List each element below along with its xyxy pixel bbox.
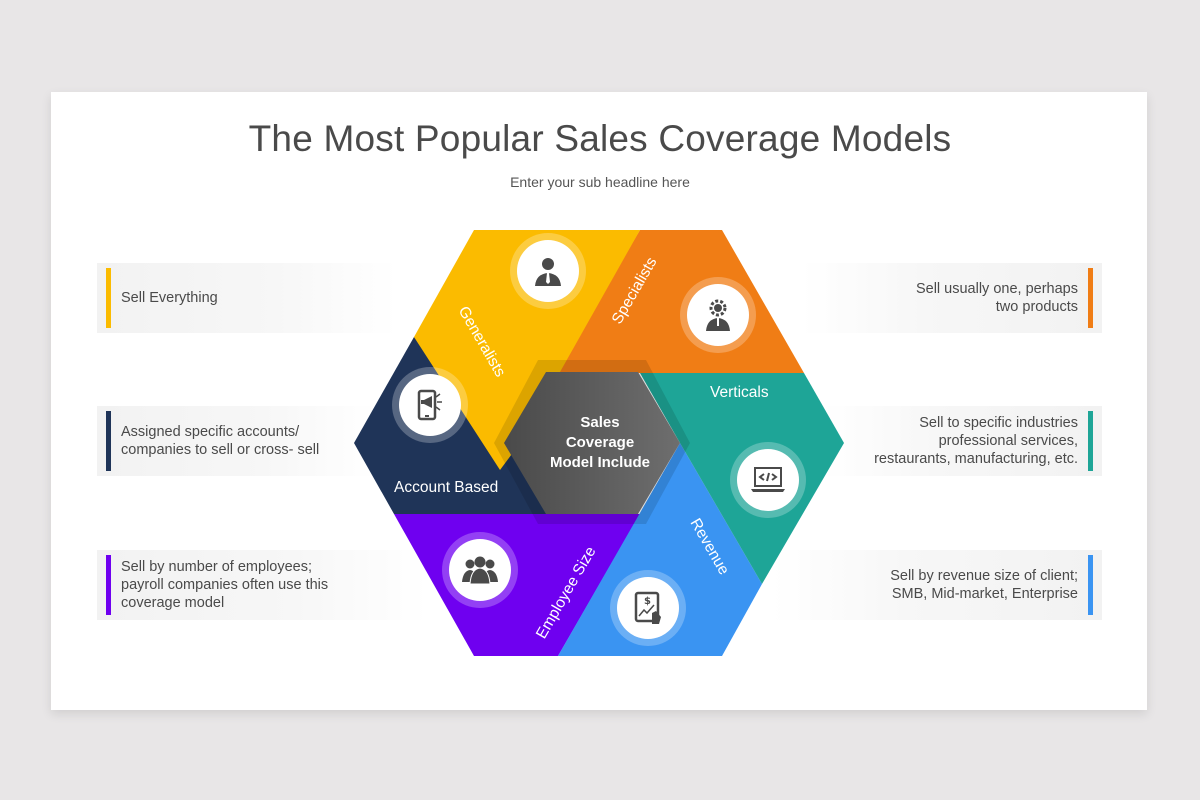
- team-icon: [449, 539, 511, 601]
- icon-ring-specialists: [680, 277, 756, 353]
- center-label: Sales Coverage Model Include: [549, 414, 650, 471]
- page-subtitle: Enter your sub headline here: [510, 174, 690, 190]
- segment-account-based: [354, 337, 558, 514]
- card-text: Sell usually one, perhaps two products: [915, 281, 1078, 315]
- mobile-megaphone-icon: [399, 374, 461, 436]
- card-generalists: Sell Everything: [97, 263, 397, 333]
- icon-ring-verticals: [730, 442, 806, 518]
- segment-generalists: [414, 230, 640, 470]
- label-verticals: Verticals: [710, 384, 769, 401]
- accent-bar-blue: [1088, 555, 1093, 615]
- card-verticals: Sell to specific industries professional…: [822, 406, 1102, 476]
- businessman-icon: [517, 240, 579, 302]
- card-account-based: Assigned specific accounts/ companies to…: [97, 406, 377, 476]
- icon-ring-revenue: $: [610, 570, 686, 646]
- card-specialists: Sell usually one, perhaps two products: [802, 263, 1102, 333]
- card-text: Sell to specific industries professional…: [874, 415, 1078, 467]
- icon-ring-employee-size: [442, 532, 518, 608]
- icon-ring-generalists: [510, 233, 586, 309]
- card-text: Assigned specific accounts/ companies to…: [121, 424, 320, 458]
- accent-bar-teal: [1088, 411, 1093, 471]
- accent-bar-yellow: [106, 268, 111, 328]
- center-hex: [504, 372, 680, 514]
- segment-specialists: [555, 230, 804, 373]
- segment-revenue: [558, 443, 762, 656]
- laptop-code-icon: [737, 449, 799, 511]
- card-text: Sell by number of employees; payroll com…: [121, 559, 329, 611]
- svg-text:$: $: [644, 596, 651, 607]
- icon-ring-account-based: [392, 367, 468, 443]
- accent-bar-purple: [106, 555, 111, 615]
- card-employee-size: Sell by number of employees; payroll com…: [97, 550, 427, 620]
- accent-bar-navy: [106, 411, 111, 471]
- card-text: Sell Everything: [121, 290, 218, 306]
- tablet-dollar-chart-icon: $: [617, 577, 679, 639]
- page-title: The Most Popular Sales Coverage Models: [248, 118, 952, 159]
- accent-bar-orange: [1088, 268, 1093, 328]
- card-text: Sell by revenue size of client; SMB, Mid…: [890, 568, 1078, 602]
- gear-head-person-icon: [687, 284, 749, 346]
- card-revenue: Sell by revenue size of client; SMB, Mid…: [772, 550, 1102, 620]
- label-account-based: Account Based: [394, 479, 499, 496]
